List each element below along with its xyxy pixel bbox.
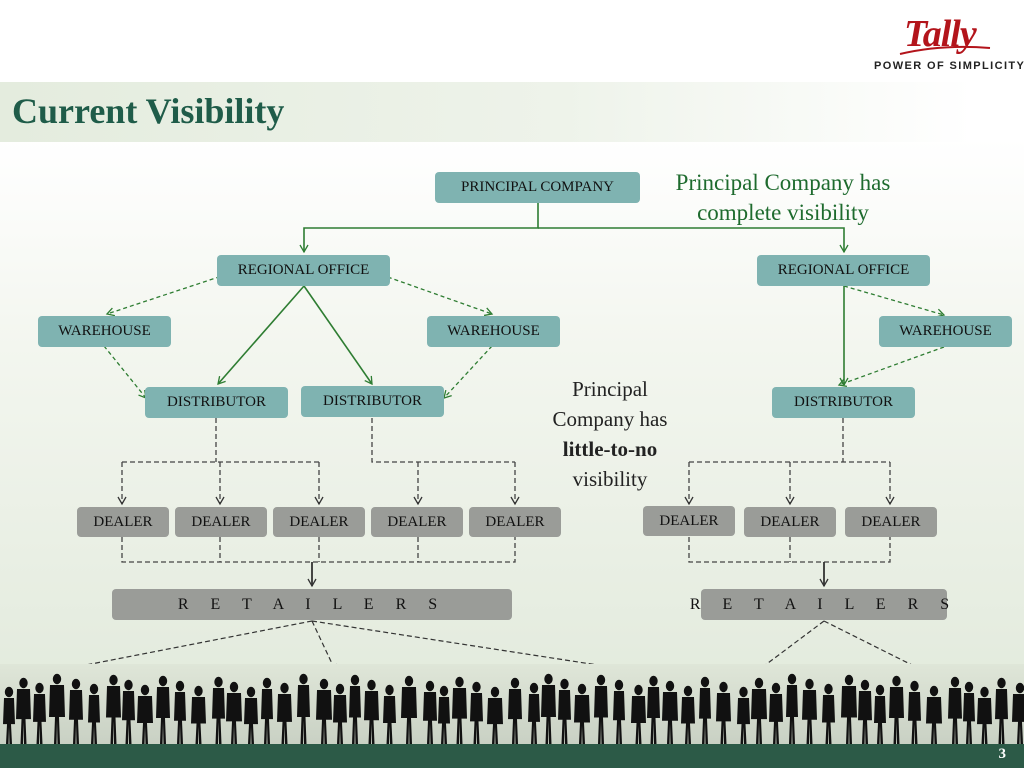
person-silhouette-icon [751, 677, 767, 744]
person-silhouette-icon [802, 678, 817, 744]
person-silhouette-icon [69, 678, 83, 744]
person-silhouette-icon [452, 676, 467, 744]
title-band [0, 82, 1024, 142]
complete-visibility-note: Principal Company has complete visibilit… [648, 168, 918, 228]
person-silhouette-icon [508, 677, 522, 744]
note-line: Principal Company has [675, 170, 891, 195]
regional-office-right-node: REGIONAL OFFICE [757, 255, 930, 286]
principal-company-node: PRINCIPAL COMPANY [435, 172, 640, 203]
person-silhouette-icon [297, 673, 310, 744]
person-silhouette-icon [963, 681, 975, 744]
person-silhouette-icon [528, 682, 540, 744]
footer-bar: 3 [0, 744, 1024, 768]
person-silhouette-icon [470, 681, 483, 744]
person-silhouette-icon [33, 682, 46, 744]
person-silhouette-icon [662, 680, 678, 744]
note-line: complete visibility [697, 200, 869, 225]
person-silhouette-icon [226, 681, 242, 744]
person-silhouette-icon [541, 673, 556, 744]
limited-visibility-note: Principal Company has little-to-no visib… [520, 374, 700, 494]
retailers-left-node: R E T A I L E R S [112, 589, 512, 620]
person-silhouette-icon [244, 686, 258, 744]
dealer-node: DEALER [643, 506, 735, 536]
person-silhouette-icon [995, 677, 1008, 744]
person-silhouette-icon [88, 683, 100, 744]
person-silhouette-icon [631, 684, 646, 744]
person-silhouette-icon [487, 686, 503, 744]
warehouse-node-3: WAREHOUSE [879, 316, 1012, 347]
warehouse-node-1: WAREHOUSE [38, 316, 171, 347]
person-silhouette-icon [349, 674, 361, 744]
page-number: 3 [998, 746, 1007, 762]
person-silhouette-icon [699, 676, 711, 744]
person-silhouette-icon [874, 684, 886, 744]
dealer-node: DEALER [845, 507, 937, 537]
regional-office-left-node: REGIONAL OFFICE [217, 255, 390, 286]
tally-logo: Tally POWER OF SIMPLICITY [872, 8, 1024, 76]
person-silhouette-icon [716, 681, 731, 744]
person-silhouette-icon [948, 676, 962, 744]
dealer-node: DEALER [175, 507, 267, 537]
person-silhouette-icon [786, 673, 798, 744]
person-silhouette-icon [647, 675, 660, 744]
person-silhouette-icon [333, 683, 347, 744]
distributor-node-3: DISTRIBUTOR [772, 387, 915, 418]
retailers-right-node: R E T A I L E R S [690, 589, 949, 620]
person-silhouette-icon [3, 686, 15, 744]
dealer-node: DEALER [469, 507, 561, 537]
person-silhouette-icon [841, 674, 857, 744]
person-silhouette-icon [822, 683, 835, 744]
logo-tagline: POWER OF SIMPLICITY [874, 60, 1024, 72]
person-silhouette-icon [558, 678, 571, 744]
person-silhouette-icon [49, 673, 65, 744]
person-silhouette-icon [383, 684, 396, 744]
person-silhouette-icon [174, 680, 186, 744]
distributor-node-2: DISTRIBUTOR [301, 386, 444, 417]
dealer-node: DEALER [77, 507, 169, 537]
person-silhouette-icon [212, 676, 225, 744]
person-silhouette-icon [122, 679, 135, 744]
person-silhouette-icon [137, 684, 153, 744]
person-silhouette-icon [277, 682, 292, 744]
dealer-node: DEALER [371, 507, 463, 537]
person-silhouette-icon [908, 680, 921, 744]
person-silhouette-icon [106, 674, 121, 744]
person-silhouette-icon [156, 675, 170, 744]
person-silhouette-icon [423, 680, 437, 744]
person-silhouette-icon [926, 685, 942, 744]
person-silhouette-icon [889, 675, 904, 744]
note-line: visibility [572, 467, 648, 491]
dealer-node: DEALER [744, 507, 836, 537]
person-silhouette-icon [16, 677, 31, 744]
person-silhouette-icon [769, 682, 783, 744]
person-silhouette-icon [316, 678, 332, 744]
person-silhouette-icon [364, 679, 379, 744]
person-silhouette-icon [191, 685, 206, 744]
warehouse-node-2: WAREHOUSE [427, 316, 560, 347]
note-line: Company has [552, 407, 668, 431]
person-silhouette-icon [681, 685, 695, 744]
people-silhouettes-icon [3, 673, 1024, 744]
person-silhouette-icon [613, 679, 625, 744]
person-silhouette-icon [737, 686, 750, 744]
person-silhouette-icon [594, 674, 608, 744]
note-emphasis: little-to-no [562, 437, 658, 461]
person-silhouette-icon [438, 685, 450, 744]
person-silhouette-icon [401, 675, 417, 744]
person-silhouette-icon [574, 683, 590, 744]
person-silhouette-icon [858, 679, 872, 744]
person-silhouette-icon [977, 686, 992, 744]
distributor-node-1: DISTRIBUTOR [145, 387, 288, 418]
logo-swoosh-icon [899, 45, 991, 55]
slide-title: Current Visibility [12, 91, 285, 131]
person-silhouette-icon [1012, 682, 1024, 744]
person-silhouette-icon [261, 677, 273, 744]
note-line-bold: little-to-no [520, 434, 700, 464]
dealer-node: DEALER [273, 507, 365, 537]
note-line: Principal [572, 377, 648, 401]
